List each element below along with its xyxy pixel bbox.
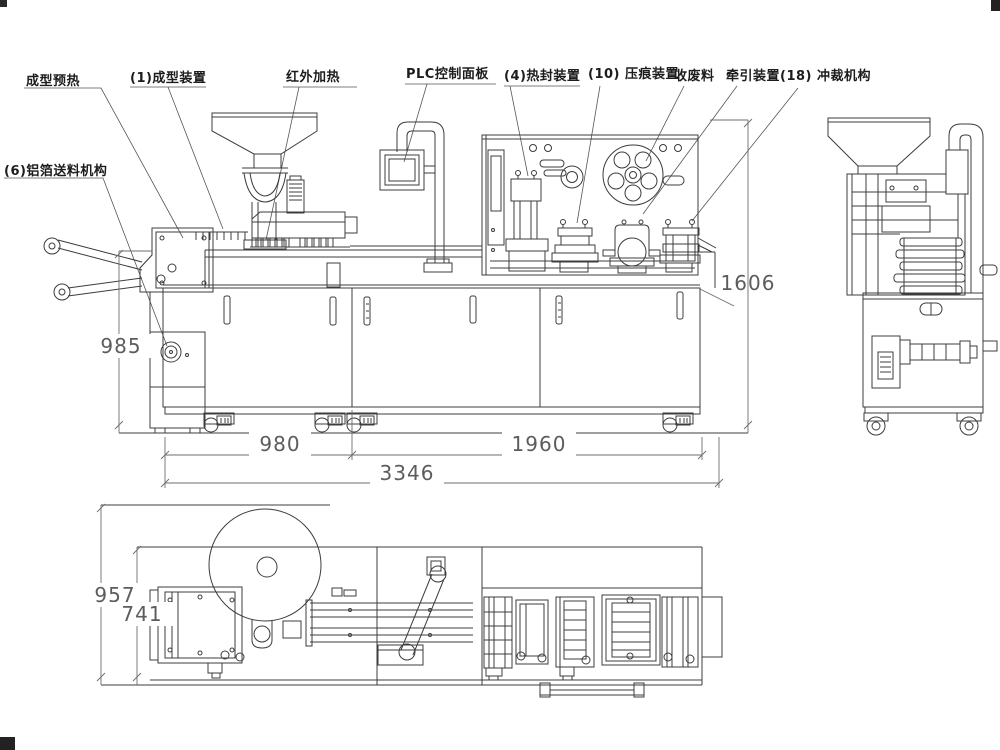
callout-plc-panel: PLC控制面板 xyxy=(406,67,489,82)
callout-traction-device: 牵引装置 xyxy=(726,69,781,84)
motor-block xyxy=(286,175,305,214)
dim-985: 985 xyxy=(90,334,152,358)
machine-column-side xyxy=(846,173,966,296)
traction-station xyxy=(602,219,661,274)
callout-heat-seal: (4)热封装置 xyxy=(504,69,581,84)
plate-assembly-top xyxy=(149,586,302,679)
monitor-arm-top xyxy=(377,556,447,666)
machine-bed xyxy=(204,237,717,288)
feed-teeth xyxy=(255,237,334,248)
plc-panel-monitor xyxy=(379,121,453,273)
dim-1960: 1960 xyxy=(502,432,576,456)
creasing-station xyxy=(551,219,599,273)
foil-feed-mechanism xyxy=(43,227,214,301)
punching-station xyxy=(659,219,701,273)
callout-punching-mech: (18) 冲裁机构 xyxy=(780,69,871,84)
dim-3346: 3346 xyxy=(370,461,444,485)
plan-view xyxy=(101,504,723,698)
waste-reel-wheel xyxy=(602,144,685,206)
hopper-side xyxy=(827,117,931,175)
conveyor-top xyxy=(305,587,473,647)
callout-creasing-device: (10) 压痕装置 xyxy=(588,67,679,82)
callout-forming-device: (1)成型装置 xyxy=(130,71,207,86)
callout-leader-lines xyxy=(4,83,799,347)
forming-feed-box xyxy=(250,211,358,248)
dim-741: 741 xyxy=(111,602,173,626)
reel-top xyxy=(208,508,322,622)
callout-heating: 红外加热 xyxy=(286,70,341,85)
exit-chute xyxy=(697,237,717,253)
front-view xyxy=(43,112,748,434)
dimension-lines xyxy=(96,118,753,685)
cabinet-front xyxy=(162,284,701,433)
dim-1606: 1606 xyxy=(720,271,776,295)
door-handles xyxy=(223,291,684,326)
heat-seal-station xyxy=(505,170,549,272)
callout-foil-feeder: (6)铝箔送料机构 xyxy=(4,164,108,179)
casters xyxy=(203,412,694,433)
dim-980: 980 xyxy=(249,432,311,456)
station-modules-top xyxy=(483,594,699,681)
cabinet-side xyxy=(862,292,998,436)
foil-feed-box xyxy=(149,292,206,434)
bottom-protrusion-top xyxy=(539,682,645,698)
callout-waste-collect: 收废料 xyxy=(674,69,715,84)
station-frame xyxy=(481,134,699,276)
callout-forming-preheat: 成型预热 xyxy=(26,74,81,89)
side-protrusion-top xyxy=(701,596,723,658)
pipe-pole-side xyxy=(945,123,998,293)
hopper-front xyxy=(211,112,318,250)
side-view xyxy=(827,117,998,436)
